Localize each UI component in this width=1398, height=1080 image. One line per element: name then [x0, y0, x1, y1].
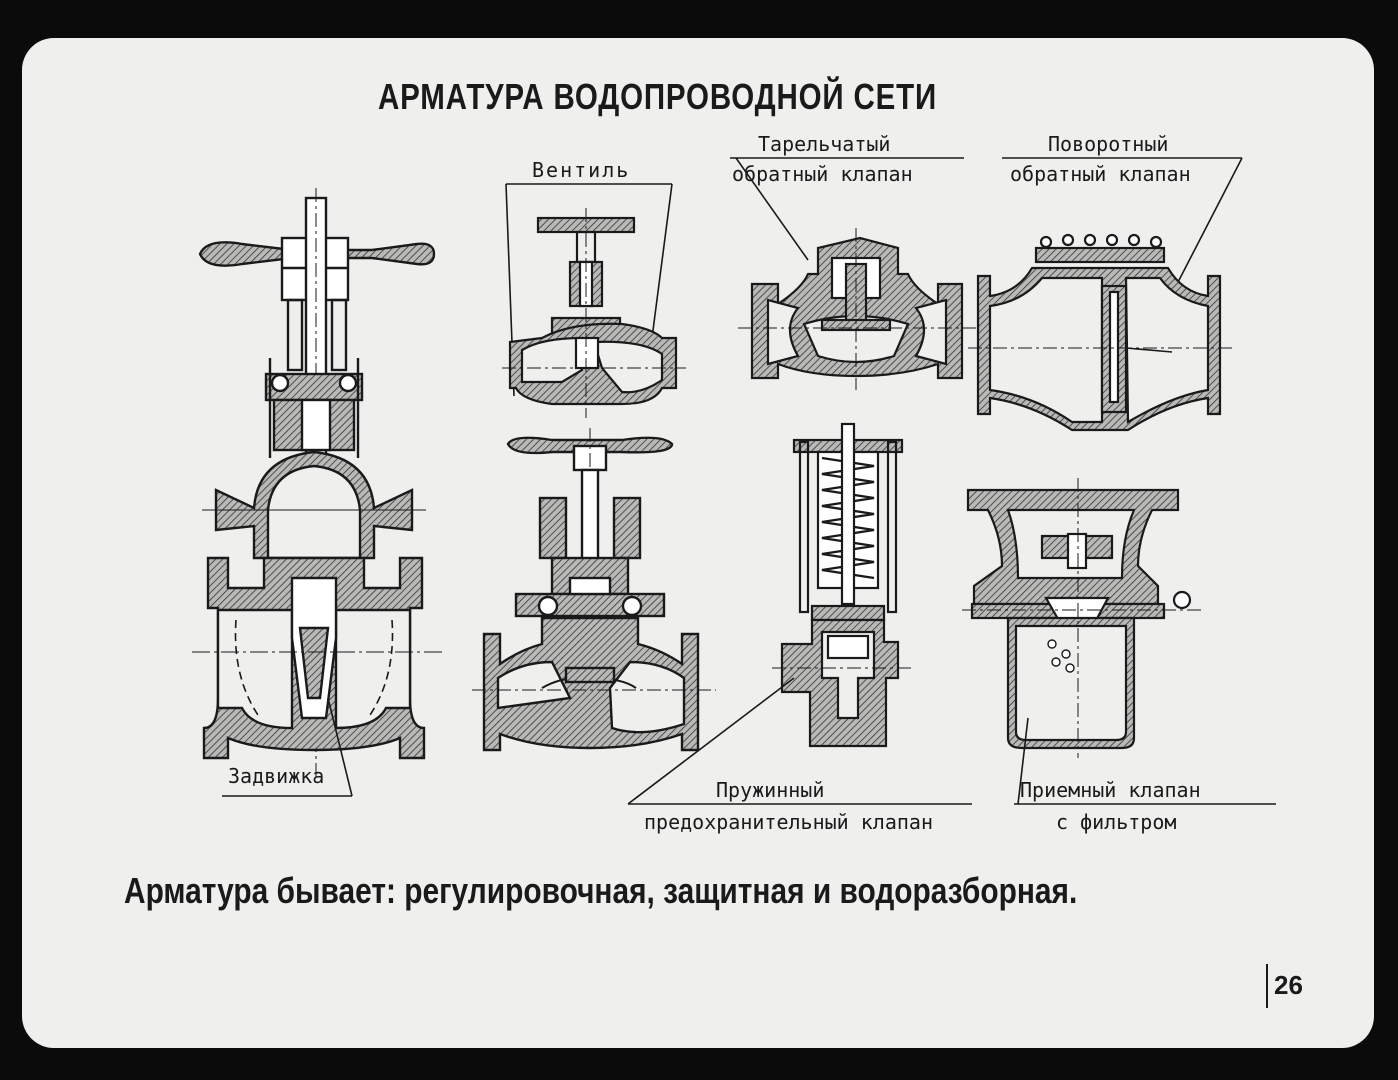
label-lift-check-line2: обратный клапан: [732, 162, 913, 186]
globe-valve-small-drawing: [502, 183, 686, 418]
foot-valve-filter-drawing: [962, 478, 1202, 758]
bottom-caption: Арматура бывает: регулировочная, защитна…: [124, 870, 1078, 911]
label-foot-valve-line1: Приемный клапан: [1020, 778, 1201, 802]
label-leader-lines: [627, 677, 1276, 805]
spring-relief-valve-drawing: [772, 422, 912, 748]
label-relief-line2: предохранительный клапан: [644, 810, 933, 834]
slide-number-divider: [1266, 964, 1268, 1008]
label-foot-valve-line2: с фильтром: [1056, 810, 1177, 834]
filmstrip-frame: АРМАТУРА ВОДОПРОВОДНОЙ СЕТИ Задвижка Вен…: [22, 38, 1374, 1048]
label-globe-valve: Вентиль: [532, 158, 631, 182]
label-gate-valve: Задвижка: [228, 764, 325, 788]
slide-number: 26: [1274, 970, 1303, 1000]
valves-drawing: [192, 157, 1276, 805]
label-swing-check-line2: обратный клапан: [1010, 162, 1191, 186]
label-lift-check-line1: Тарельчатый: [758, 132, 891, 156]
lift-check-valve-drawing: [730, 157, 976, 390]
globe-valve-large-drawing: [472, 428, 716, 752]
label-swing-check-line1: Поворотный: [1048, 132, 1169, 156]
label-relief-line1: Пружинный: [716, 778, 825, 802]
swing-check-valve-drawing: [968, 157, 1243, 432]
gate-valve-drawing: [192, 188, 442, 797]
page-title: АРМАТУРА ВОДОПРОВОДНОЙ СЕТИ: [378, 76, 937, 117]
